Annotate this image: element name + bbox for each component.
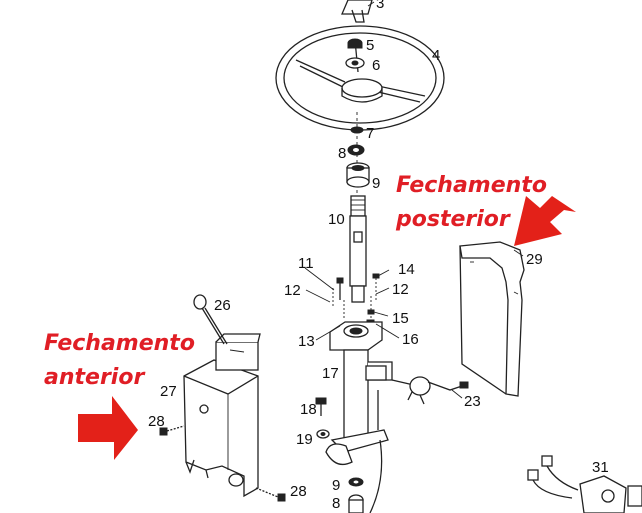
combination-switch	[391, 376, 469, 405]
wiring-harness	[527, 455, 642, 513]
lower-bushing-9	[348, 477, 364, 487]
callout-rear-line2: posterior	[395, 207, 511, 232]
clip-7	[350, 126, 364, 134]
lower-bearing-8	[348, 494, 364, 513]
part-number: 16	[402, 331, 419, 348]
leader-lines	[304, 249, 524, 399]
part-number: 4	[432, 47, 440, 64]
part-number: 19	[296, 431, 313, 448]
part-number: 9	[332, 477, 340, 494]
part-number: 9	[372, 175, 380, 192]
part-number: 5	[366, 37, 374, 54]
part-number: 28	[148, 413, 165, 430]
part-number: 3	[376, 0, 384, 12]
part-number: 12	[392, 281, 409, 298]
part-number: 12	[284, 282, 301, 299]
screw-28-front	[159, 425, 185, 436]
bushing-9	[346, 162, 370, 188]
part-number: 17	[322, 365, 339, 382]
part-number: 26	[214, 297, 231, 314]
part-number: 6	[372, 57, 380, 74]
bolt-18	[315, 397, 327, 416]
arrow-rear-cover-icon	[514, 196, 576, 246]
part-number: 18	[300, 401, 317, 418]
part-number: 7	[366, 125, 374, 142]
steering-shaft	[349, 195, 367, 303]
washer-6	[345, 57, 365, 69]
part-number: 14	[398, 261, 415, 278]
part-number: 8	[338, 145, 346, 162]
callout-rear-line1: Fechamento	[396, 173, 547, 198]
screw-set-right	[366, 273, 380, 326]
part-number: 31	[592, 459, 609, 476]
bearing-8	[347, 144, 365, 156]
callout-front-line1: Fechamento	[44, 331, 195, 356]
part-number: 10	[328, 211, 345, 228]
screw-set-left	[332, 277, 345, 318]
nut-5	[347, 38, 363, 49]
callout-front-line2: anterior	[44, 365, 145, 390]
part-number: 13	[298, 333, 315, 350]
rear-cover	[459, 241, 525, 397]
part-number: 28	[290, 483, 307, 500]
front-cover	[183, 333, 261, 498]
part-number: 15	[392, 310, 409, 327]
part-number: 23	[464, 393, 481, 410]
part-number: 8	[332, 495, 340, 512]
part-number: 11	[298, 255, 314, 272]
horn-cap	[341, 0, 375, 23]
arrow-front-cover-icon	[78, 396, 138, 460]
rod-26	[193, 294, 228, 345]
nut-19	[316, 429, 330, 439]
part-number: 27	[160, 383, 177, 400]
screw-28-bottom	[255, 487, 286, 502]
part-number: 29	[526, 251, 543, 268]
column-tube	[325, 349, 393, 513]
column-bracket	[329, 321, 383, 351]
